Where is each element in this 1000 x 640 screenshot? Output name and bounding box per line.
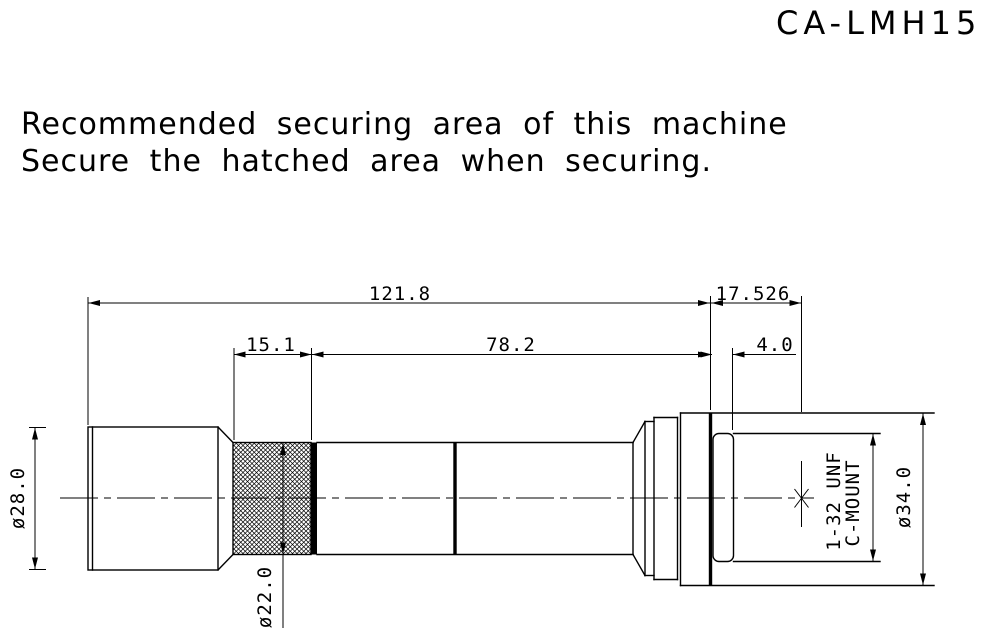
mount-thread-label: 1-32 UNF <box>823 451 845 551</box>
dim-rear-diameter-label: ø34.0 <box>893 466 915 528</box>
dim-flange-focal-distance: 17.526 <box>711 283 802 412</box>
mid-barrel <box>316 441 634 556</box>
dim-securing-diameter-label: ø22.0 <box>254 566 276 628</box>
hatch-end-band <box>311 442 317 555</box>
image-plane-mark <box>794 461 809 527</box>
c-mount-thread-ring <box>712 432 735 563</box>
dim-front-diameter-label: ø28.0 <box>7 467 29 529</box>
dim-securing-diameter: ø22.0 <box>254 443 286 628</box>
dim-overall-length: 121.8 <box>87 283 711 425</box>
taper-section <box>217 426 234 571</box>
note-line-2: Secure the hatched area when securing. <box>21 144 712 179</box>
dim-mid-length-label: 78.2 <box>486 334 536 356</box>
note-line-1: Recommended securing area of this machin… <box>21 107 788 142</box>
dim-securing-length: 15.1 <box>233 334 312 440</box>
securing-hatch-area <box>232 441 317 556</box>
mount-type-label: C-MOUNT <box>842 459 864 546</box>
dim-securing-length-label: 15.1 <box>246 334 296 356</box>
dim-overall-length-label: 121.8 <box>369 283 431 305</box>
dim-mid-length: 78.2 <box>311 334 710 358</box>
front-body <box>87 426 219 571</box>
dim-mount-thread: 1-32 UNF C-MOUNT <box>823 433 876 562</box>
flange-stack <box>632 412 713 587</box>
securing-note: Recommended securing area of this machin… <box>21 106 788 180</box>
dim-thread-length-label: 4.0 <box>756 334 793 356</box>
dim-thread-length: 4.0 <box>696 334 796 430</box>
dim-rear-diameter: ø34.0 <box>893 413 926 586</box>
dim-front-diameter: ø28.0 <box>7 427 46 570</box>
drawing-title: CA-LMH15 <box>776 4 982 42</box>
rear-mount-assembly <box>679 412 935 587</box>
dim-flange-focal-label: 17.526 <box>716 283 791 305</box>
